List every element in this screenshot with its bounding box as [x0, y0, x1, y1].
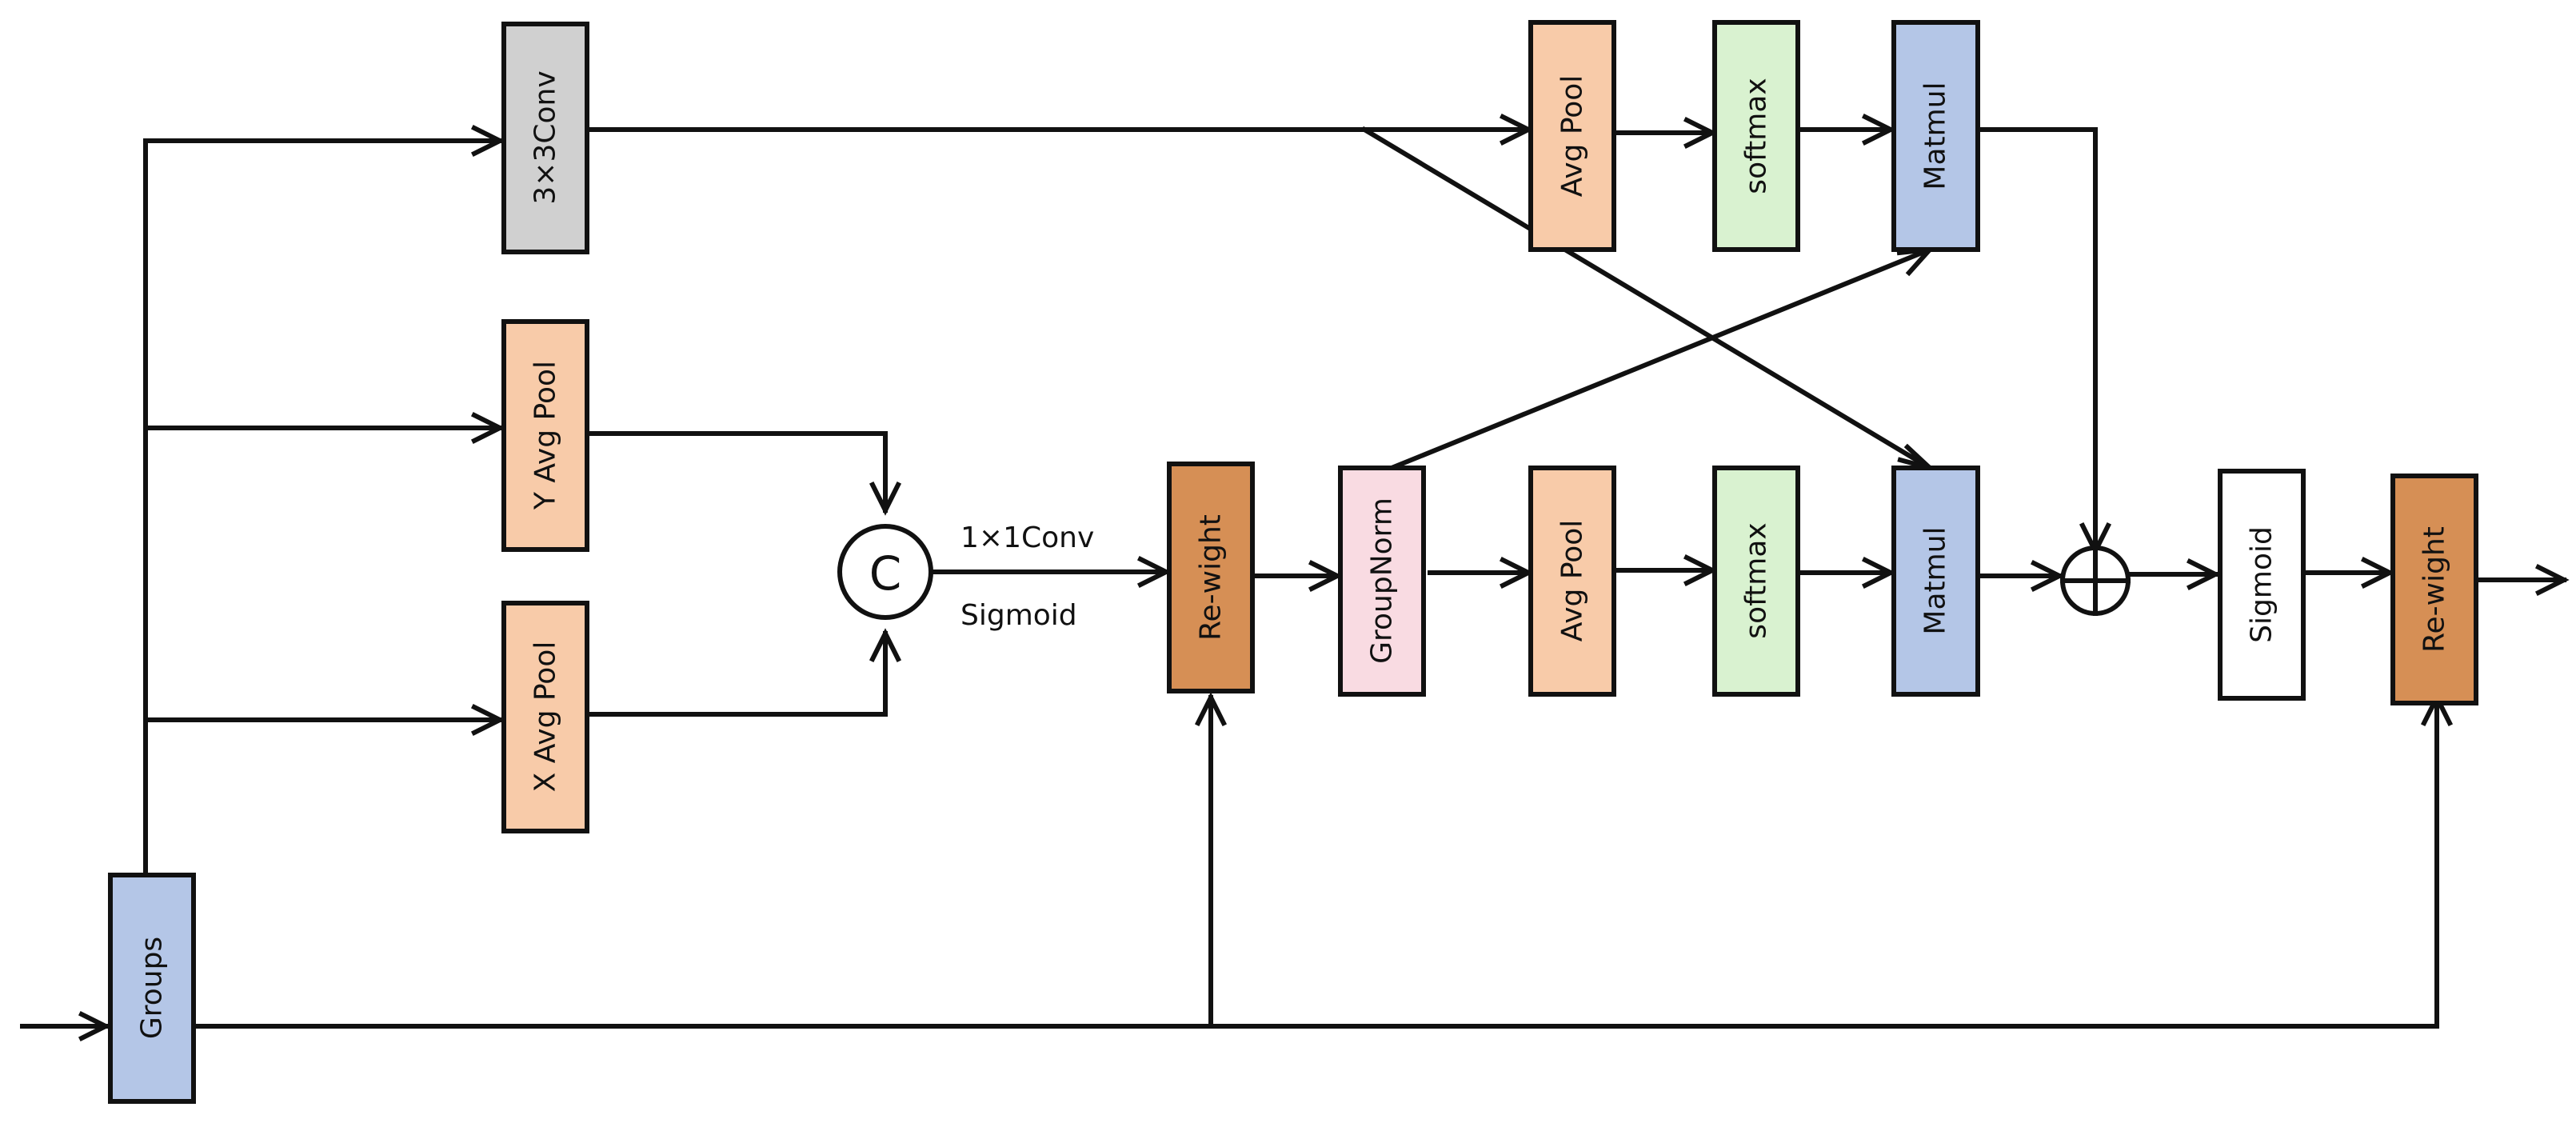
- matmul-top-block-label: Matmul: [1919, 82, 1952, 190]
- sigmoid-to-reweight-arrow: [2301, 556, 2395, 589]
- conv1-label: 1×1Conv: [961, 522, 1094, 554]
- add-to-sigmoid-arrow: [2129, 558, 2221, 591]
- reweight-block-2[interactable]: Re-wight: [2390, 474, 2478, 705]
- output-arrow: [2474, 563, 2570, 597]
- x-avg-pool-block[interactable]: X Avg Pool: [501, 601, 589, 833]
- matmul-bottom-block[interactable]: Matmul: [1891, 466, 1980, 697]
- conv3-block[interactable]: 3×3Conv: [501, 22, 589, 254]
- branch-arrow-conv3: [143, 124, 505, 158]
- x-avg-pool-block-label: X Avg Pool: [529, 641, 562, 793]
- groupnorm-block-label: GroupNorm: [1366, 498, 1399, 664]
- conv3-block-label: 3×3Conv: [529, 70, 562, 204]
- residual-to-reweight-arrow: [1194, 692, 1228, 1029]
- branch-arrow-x-pool: [143, 703, 505, 737]
- reweight-block-1[interactable]: Re-wight: [1167, 462, 1255, 693]
- softmax-to-matmul-top-arrow: [1795, 113, 1896, 146]
- avg-pool-bottom-block-label: Avg Pool: [1556, 520, 1589, 642]
- matmul-bottom-block-box: [1891, 466, 1980, 697]
- groups-block-label: Groups: [136, 937, 169, 1039]
- avg-pool-top-block-box: [1528, 20, 1616, 252]
- conv3-to-matmul-bottom-cross: [1360, 126, 1934, 472]
- conv3-to-avgpool-top-arrow: [585, 113, 1534, 146]
- sigmoid-block-label: Sigmoid: [2246, 526, 2278, 643]
- branch-arrow-y-pool: [143, 411, 505, 445]
- matmul-top-block[interactable]: Matmul: [1891, 20, 1980, 252]
- softmax-top-block[interactable]: softmax: [1712, 20, 1800, 252]
- connections: [20, 113, 2570, 1042]
- avg-pool-top-block-label: Avg Pool: [1556, 75, 1589, 198]
- softmax-top-block-box: [1712, 20, 1800, 252]
- groups-block[interactable]: Groups: [108, 873, 196, 1104]
- conv3-block-box: [501, 22, 589, 254]
- reweight-block-1-box: [1167, 462, 1255, 693]
- concat-circle: [837, 524, 933, 620]
- softmax-bottom-block-box: [1712, 466, 1800, 697]
- avgpool-to-softmax-top-arrow: [1611, 116, 1718, 150]
- concat-to-reweight-arrow: [930, 555, 1172, 589]
- reweight-to-groupnorm-arrow: [1252, 559, 1343, 593]
- softmax-bottom-block-label: softmax: [1740, 522, 1773, 638]
- concat-node[interactable]: C: [837, 524, 933, 620]
- matmul-bottom-block-label: Matmul: [1919, 526, 1952, 634]
- y-avg-pool-block-box: [501, 319, 589, 552]
- softmax-top-block-label: softmax: [1740, 78, 1773, 194]
- y-avg-pool-block[interactable]: Y Avg Pool: [501, 319, 589, 552]
- softmax-bottom-block[interactable]: softmax: [1712, 466, 1800, 697]
- blocks: Groups 3×3Conv Y Avg Pool X Avg Pool Re-…: [108, 20, 2478, 1104]
- groups-block-box: [108, 873, 196, 1104]
- sigmoid-block-box: [2218, 469, 2306, 701]
- groupnorm-to-avgpool-arrow: [1428, 556, 1534, 589]
- sigmoid-block[interactable]: Sigmoid: [2218, 469, 2306, 701]
- y-avg-pool-block-label: Y Avg Pool: [529, 361, 562, 510]
- reweight-block-2-box: [2390, 474, 2478, 705]
- softmax-to-matmul-bottom-arrow: [1795, 556, 1896, 589]
- x-pool-to-concat: [585, 628, 902, 717]
- avg-pool-top-block[interactable]: Avg Pool: [1528, 20, 1616, 252]
- concat-symbol: C: [869, 546, 902, 601]
- sigmoid-activation-label: Sigmoid: [961, 599, 1077, 632]
- matmul-top-to-add-arrow: [1975, 127, 2112, 557]
- reweight-block-2-label: Re-wight: [2418, 526, 2451, 653]
- add-node[interactable]: [2060, 546, 2131, 616]
- groupnorm-to-matmul-top-cross: [1388, 246, 1936, 471]
- avg-pool-bottom-block[interactable]: Avg Pool: [1528, 466, 1616, 697]
- y-pool-to-concat: [585, 431, 902, 516]
- matmul-bottom-to-add-arrow: [1975, 559, 2065, 593]
- reweight-block-1-label: Re-wight: [1195, 514, 1228, 641]
- avg-pool-bottom-block-box: [1528, 466, 1616, 697]
- groupnorm-block[interactable]: GroupNorm: [1338, 466, 1426, 697]
- input-arrow: [20, 1010, 111, 1042]
- matmul-top-block-box: [1891, 20, 1980, 252]
- avgpool-to-softmax-bottom-arrow: [1611, 554, 1718, 587]
- groupnorm-block-box: [1338, 466, 1426, 697]
- x-avg-pool-block-box: [501, 601, 589, 833]
